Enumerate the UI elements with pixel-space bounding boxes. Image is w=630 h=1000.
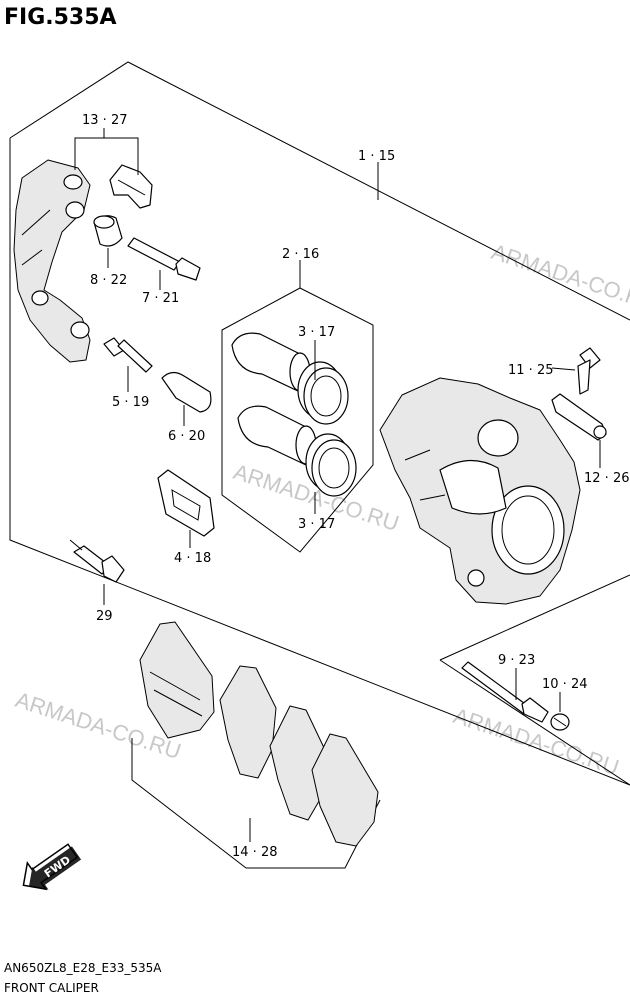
boot	[93, 215, 123, 247]
fwd-arrow-icon: FWD	[22, 843, 82, 891]
slide-pin	[127, 237, 201, 281]
leader-11-25	[551, 367, 576, 371]
callout-14-28: 14 · 28	[232, 845, 277, 860]
assembly-frame-inner	[439, 574, 630, 661]
leader-29-frame	[69, 539, 83, 551]
brake-pad-1	[139, 621, 215, 739]
assembly-frame-bottom	[9, 138, 630, 786]
callout-13-27: 13 · 27	[82, 113, 127, 128]
pad-retainer	[157, 469, 215, 537]
callout-12-26: 12 · 26	[584, 471, 629, 486]
callout-2-16: 2 · 16	[282, 247, 319, 262]
bleeder-screw	[577, 347, 601, 395]
seal-upper	[297, 361, 349, 425]
callout-3-17-upper: 3 · 17	[298, 325, 335, 340]
footer-name: FRONT CALIPER	[4, 981, 99, 995]
pad-pin-plug	[550, 713, 570, 731]
footer-code: AN650ZL8_E28_E33_535A	[4, 961, 162, 975]
pad-pin	[461, 661, 549, 723]
seal-lower	[305, 433, 357, 497]
leader-13-27	[74, 137, 139, 175]
pad-spring	[109, 164, 153, 209]
pad-box-left	[131, 738, 247, 869]
caliper-pin	[103, 337, 153, 373]
callout-5-19: 5 · 19	[112, 395, 149, 410]
callout-7-21: 7 · 21	[142, 291, 179, 306]
pin-boot	[161, 371, 212, 413]
brake-pad-4	[311, 733, 379, 847]
brake-pad-2	[219, 665, 277, 779]
callout-9-23: 9 · 23	[498, 653, 535, 668]
callout-11-25: 11 · 25	[508, 363, 553, 378]
callout-10-24: 10 · 24	[542, 677, 587, 692]
watermark-1: ARMADA-CO.RU	[488, 239, 630, 316]
callout-8-22: 8 · 22	[90, 273, 127, 288]
callout-29: 29	[96, 609, 113, 624]
callout-4-18: 4 · 18	[174, 551, 211, 566]
mounting-bolt	[73, 545, 125, 583]
assembly-frame-top	[9, 61, 630, 321]
piston-lower	[237, 405, 317, 466]
caliper-bracket	[13, 159, 91, 363]
bleeder-cap	[551, 393, 607, 441]
callout-3-17-lower: 3 · 17	[298, 517, 335, 532]
assembly-frame-inner-2	[439, 659, 630, 786]
caliper-body	[379, 377, 581, 605]
callout-1-15: 1 · 15	[358, 149, 395, 164]
callout-6-20: 6 · 20	[168, 429, 205, 444]
figure-title: FIG.535A	[4, 5, 117, 30]
